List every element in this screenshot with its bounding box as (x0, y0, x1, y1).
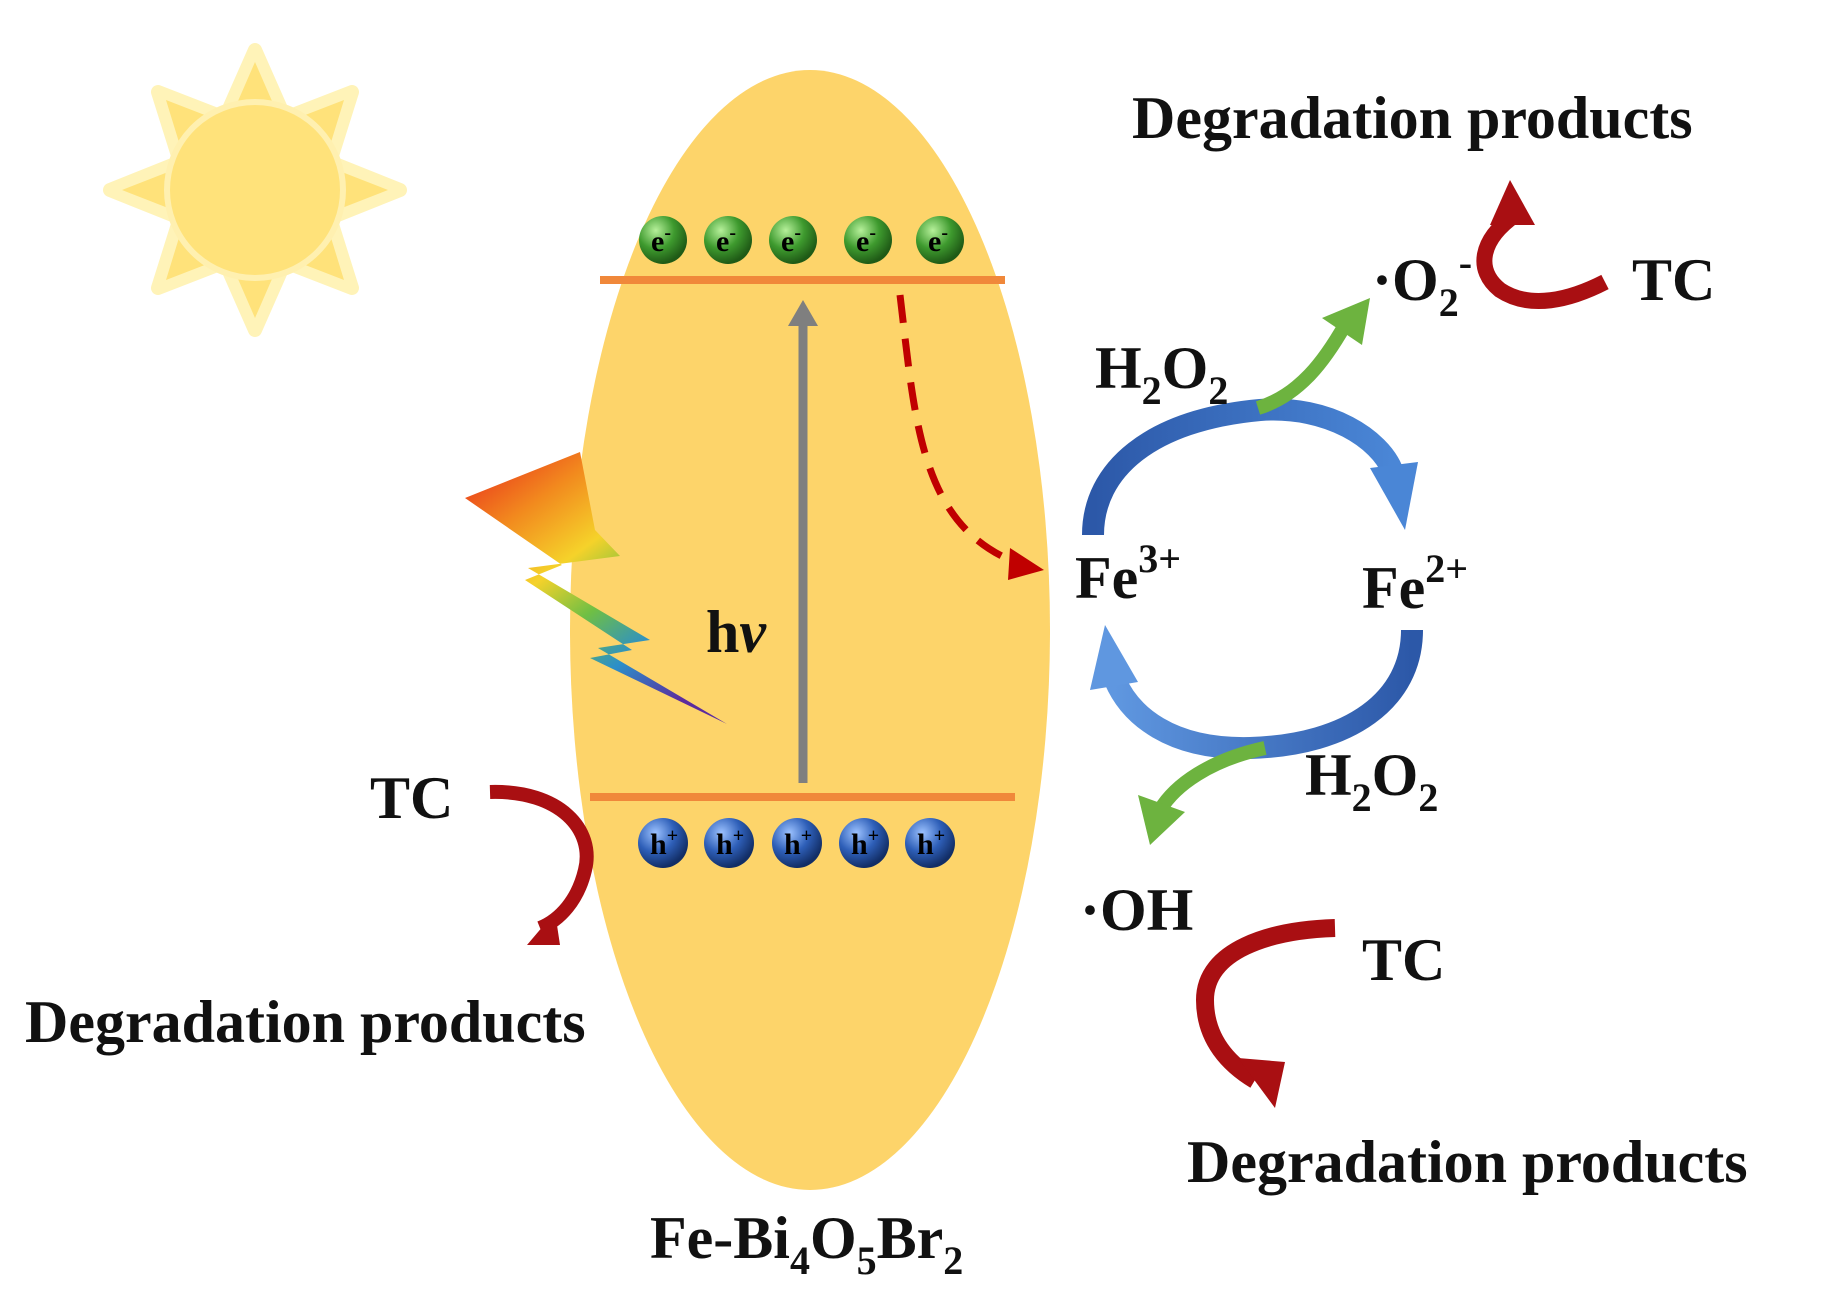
fe3-label: Fe3+ (1075, 536, 1181, 611)
h2o2-label-bottom: H2O2 (1305, 742, 1438, 820)
superoxide-formation-arrow (1255, 298, 1370, 415)
hole-particle: h+ (905, 818, 955, 868)
electron-particle: e- (639, 216, 687, 264)
fe2-label: Fe2+ (1362, 546, 1468, 621)
tc-label-bottom-right: TC (1362, 927, 1445, 993)
hydroxyl-radical-label: ·OH (1080, 877, 1193, 943)
hole-particle: h+ (839, 818, 889, 868)
electron-transfer-arrow (896, 294, 1044, 580)
photon-energy-label: hν (706, 599, 767, 665)
svg-text:e-: e- (716, 222, 736, 258)
hole-particle: h+ (638, 818, 688, 868)
svg-text:h+: h+ (784, 825, 812, 861)
fe-cycle-bottom-arrow (1090, 625, 1423, 760)
svg-text:h+: h+ (650, 825, 678, 861)
tc-label-left: TC (370, 765, 453, 831)
superoxide-radical-label: ·O2- (1372, 240, 1472, 325)
electron-particle: e- (916, 216, 964, 264)
light-bolt-icon (465, 452, 727, 724)
tc-degradation-arrow-bottom (1195, 919, 1336, 1108)
holes: h+ h+ h+ h+ h+ (638, 818, 955, 868)
svg-text:e-: e- (781, 222, 801, 258)
svg-text:e-: e- (856, 222, 876, 258)
electrons: e- e- e- e- e- (639, 216, 964, 264)
tc-label-top: TC (1632, 247, 1715, 313)
excitation-arrow (788, 300, 818, 783)
degradation-products-bottom-label: Degradation products (1187, 1129, 1748, 1195)
catalyst-particle (570, 70, 1050, 1190)
h2o2-label-top: H2O2 (1095, 335, 1228, 413)
electron-particle: e- (704, 216, 752, 264)
degradation-products-left-label: Degradation products (25, 989, 586, 1055)
svg-text:e-: e- (928, 222, 948, 258)
degradation-products-top-label: Degradation products (1132, 85, 1693, 151)
hole-particle: h+ (704, 818, 754, 868)
svg-text:e-: e- (651, 222, 671, 258)
svg-text:h+: h+ (716, 825, 744, 861)
electron-particle: e- (844, 216, 892, 264)
fe-cycle-top-arrow (1082, 398, 1418, 536)
sun-icon (103, 43, 407, 337)
catalyst-name-label: Fe-Bi4O5Br2 (650, 1205, 963, 1283)
tc-degradation-arrow-top (1476, 180, 1609, 309)
hydroxyl-formation-arrow (1138, 741, 1267, 845)
electron-particle: e- (769, 216, 817, 264)
hole-particle: h+ (772, 818, 822, 868)
tc-degradation-arrow-left (489, 784, 594, 945)
svg-text:h+: h+ (917, 825, 945, 861)
svg-text:h+: h+ (851, 825, 879, 861)
